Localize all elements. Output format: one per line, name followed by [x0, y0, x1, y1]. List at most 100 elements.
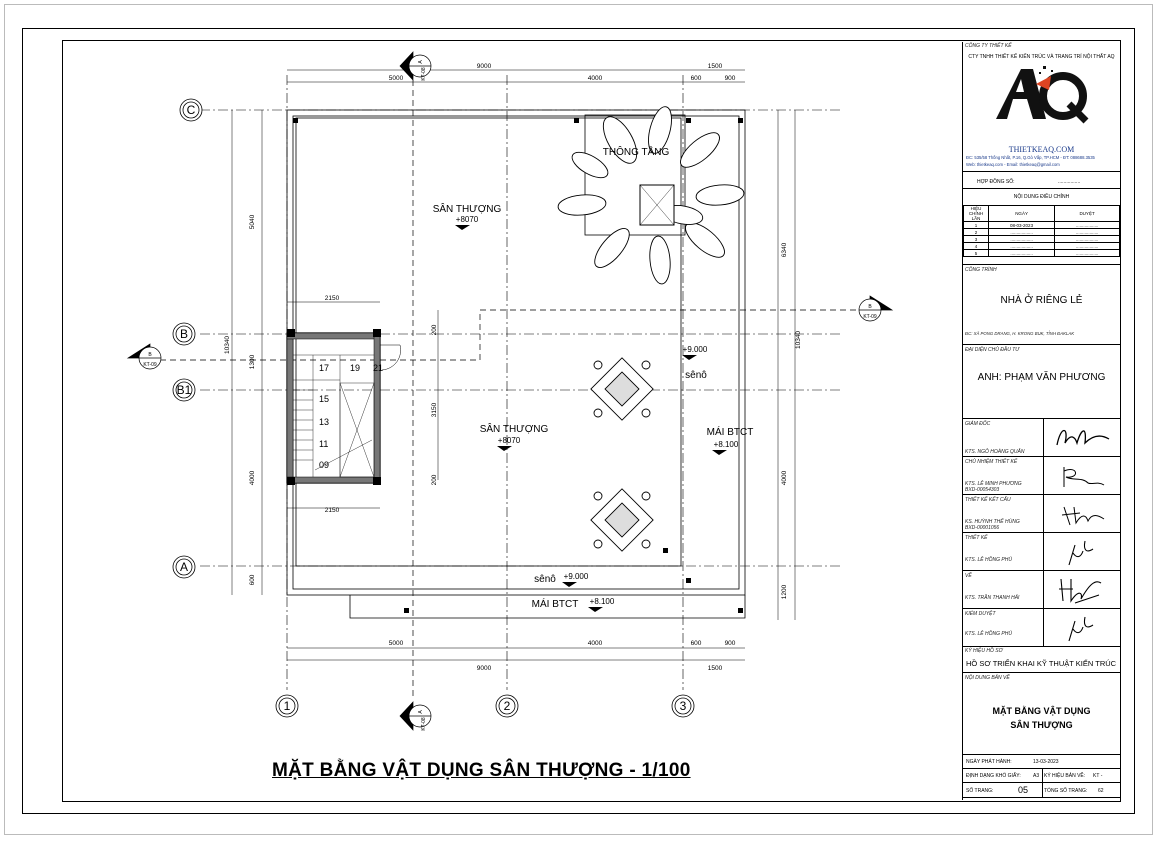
role-label: VẼ	[965, 573, 972, 579]
rev-cell: ..................	[987, 228, 1056, 236]
grid-bubble-1: 1	[275, 694, 299, 718]
stair-step-13: 13	[319, 417, 329, 427]
dim-text: 5000	[389, 75, 404, 82]
signature-divider	[1043, 457, 1044, 495]
stair-step-21: 21	[373, 363, 383, 373]
rev-cell: ..................	[1054, 228, 1120, 236]
dim-text: 2150	[325, 507, 340, 514]
dossier-section: KÝ HIỆU HỒ SƠ HỒ SƠ TRIỂN KHAI KỸ THUẬT …	[963, 647, 1120, 673]
dim-text: 600	[691, 75, 702, 82]
outer-frame	[22, 28, 1135, 814]
content-line-2: SÂN THƯỢNG	[1010, 720, 1073, 730]
dim-text: 600	[249, 574, 256, 585]
signature-divider	[1043, 609, 1044, 647]
dim-text: 1500	[708, 665, 723, 672]
signature-divider	[1043, 495, 1044, 533]
signature-row: THIẾT KẾ KTS. LÊ HỒNG PHÚ	[963, 533, 1120, 571]
role-name: KTS. LÊ HỒNG PHÚ	[965, 631, 1012, 637]
rev-cell: ..................	[987, 235, 1056, 243]
project-section: CÔNG TRÌNH NHÀ Ở RIÊNG LẺ ĐC: XÃ PONG DR…	[963, 265, 1120, 345]
sheet-code: KT -	[1093, 773, 1103, 779]
revision-section: NỘI DUNG ĐIỀU CHỈNH	[963, 189, 1120, 265]
owner-section: ĐẠI DIỆN CHỦ ĐẦU TƯ ANH: PHẠM VĂN PHƯƠNG	[963, 345, 1120, 419]
svg-text:B: B	[868, 304, 872, 310]
dim-text: 9000	[477, 63, 492, 70]
gutter-label: sênô	[685, 370, 707, 381]
page-row: SỐ TRANG: 05 TỔNG SỐ TRANG: 62	[963, 783, 1120, 798]
content-label: NỘI DUNG BẢN VẼ	[965, 675, 1010, 681]
signature-icon	[1059, 578, 1102, 604]
cell-divider	[1042, 769, 1043, 783]
grid-bubble-3: 3	[671, 694, 695, 718]
signature-row: VẼ KTS. TRẦN THANH HẢI	[963, 571, 1120, 609]
contract-section: HỢP ĐỒNG SỐ: ................	[963, 172, 1120, 189]
role-name: KTS. LÊ HỒNG PHÚ	[965, 557, 1012, 563]
rev-cell: 1	[963, 221, 989, 229]
grid-bubble-c: C	[179, 98, 203, 122]
signature-divider	[1043, 533, 1044, 571]
svg-text:B: B	[148, 352, 152, 358]
dim-text: 1500	[708, 63, 723, 70]
grid-bubble-b1: B1	[172, 378, 196, 402]
dim-text: 4000	[588, 640, 603, 647]
dim-text: 5040	[249, 214, 256, 229]
project-label: CÔNG TRÌNH	[965, 267, 997, 273]
rev-header: NGÀY	[987, 205, 1056, 222]
signature-icon	[1063, 467, 1105, 487]
revision-title: NỘI DUNG ĐIỀU CHỈNH	[1013, 194, 1070, 200]
owner-name: ANH: PHẠM VĂN PHƯƠNG	[977, 372, 1106, 383]
total-pages: 62	[1098, 788, 1104, 794]
dim-text: 2150	[325, 295, 340, 302]
table-set-icon	[590, 488, 654, 552]
drain-icons	[287, 118, 743, 613]
company-logo-icon	[996, 66, 1089, 124]
dossier-value: HỒ SƠ TRIỂN KHAI KỸ THUẬT KIẾN TRÚC	[966, 659, 1117, 668]
svg-text:1: 1	[284, 699, 291, 713]
issue-date: 13-03-2023	[1033, 759, 1059, 765]
role-name: KTS. LÊ MINH PHƯƠNG	[965, 481, 1022, 487]
gutter-level: +9.000	[564, 572, 589, 581]
signature-icon	[1068, 616, 1094, 642]
issue-label: NGÀY PHÁT HÀNH:	[966, 759, 1012, 765]
stair-step-17: 17	[319, 363, 329, 373]
format-row: ĐỊNH DẠNG KHỔ GIẤY: A3 KÝ HIỆU BẢN VẼ: K…	[963, 769, 1120, 783]
rev-cell: ..................	[987, 242, 1056, 250]
level-label: +8070	[456, 215, 479, 224]
rev-cell: ..................	[1054, 242, 1120, 250]
role-label: CHỦ NHIỆM THIẾT KẾ	[965, 459, 1018, 465]
rev-header: HIỆU CHỈNH LẦN	[963, 205, 989, 222]
floor-plan-drawing: 17 19 21 15 13 11 09	[126, 51, 894, 731]
rev-cell: 08-03-2023	[987, 221, 1056, 229]
gutter-level: +9.000	[683, 345, 708, 354]
dim-text: 9000	[477, 665, 492, 672]
svg-text:C: C	[187, 103, 196, 117]
signature-icon	[1068, 540, 1094, 566]
stair-step-19: 19	[350, 363, 360, 373]
grid-bubble-2: 2	[495, 694, 519, 718]
company-contact: Web: thietkeaq.com - Email: thietkeaq@gm…	[966, 162, 1060, 167]
rev-cell: 3	[963, 235, 989, 243]
signature-icon	[1056, 429, 1110, 446]
page-number: 05	[1018, 785, 1029, 795]
dimension-lines	[231, 69, 796, 661]
role-label: THIẾT KẾ	[965, 535, 988, 541]
dim-text: 200	[431, 474, 438, 485]
dim-text: 4000	[249, 470, 256, 485]
svg-text:B1: B1	[177, 383, 192, 397]
stair-block: 17 19 21 15 13 11 09	[286, 332, 401, 484]
contract-label: HỢP ĐỒNG SỐ:	[977, 179, 1015, 185]
roof-terrace-label: SÂN THƯỢNG	[433, 202, 502, 215]
content-section: NỘI DUNG BẢN VẼ MẶT BẰNG VẬT DỤNG SÂN TH…	[963, 673, 1120, 755]
section-marker-a-top: A KT-08	[399, 51, 432, 81]
rev-header: DUYỆT	[1054, 205, 1120, 222]
roof-terrace-label: SÂN THƯỢNG	[480, 422, 549, 435]
rev-cell: ..................	[987, 249, 1056, 257]
contract-number: ................	[1058, 179, 1081, 185]
dim-text: 900	[725, 75, 736, 82]
company-label: CÔNG TY THIẾT KẾ	[965, 43, 1012, 49]
tree-icon	[557, 106, 745, 285]
rev-cell: 5	[963, 249, 989, 257]
page-border	[4, 4, 1153, 835]
section-cut-lines	[150, 80, 860, 700]
